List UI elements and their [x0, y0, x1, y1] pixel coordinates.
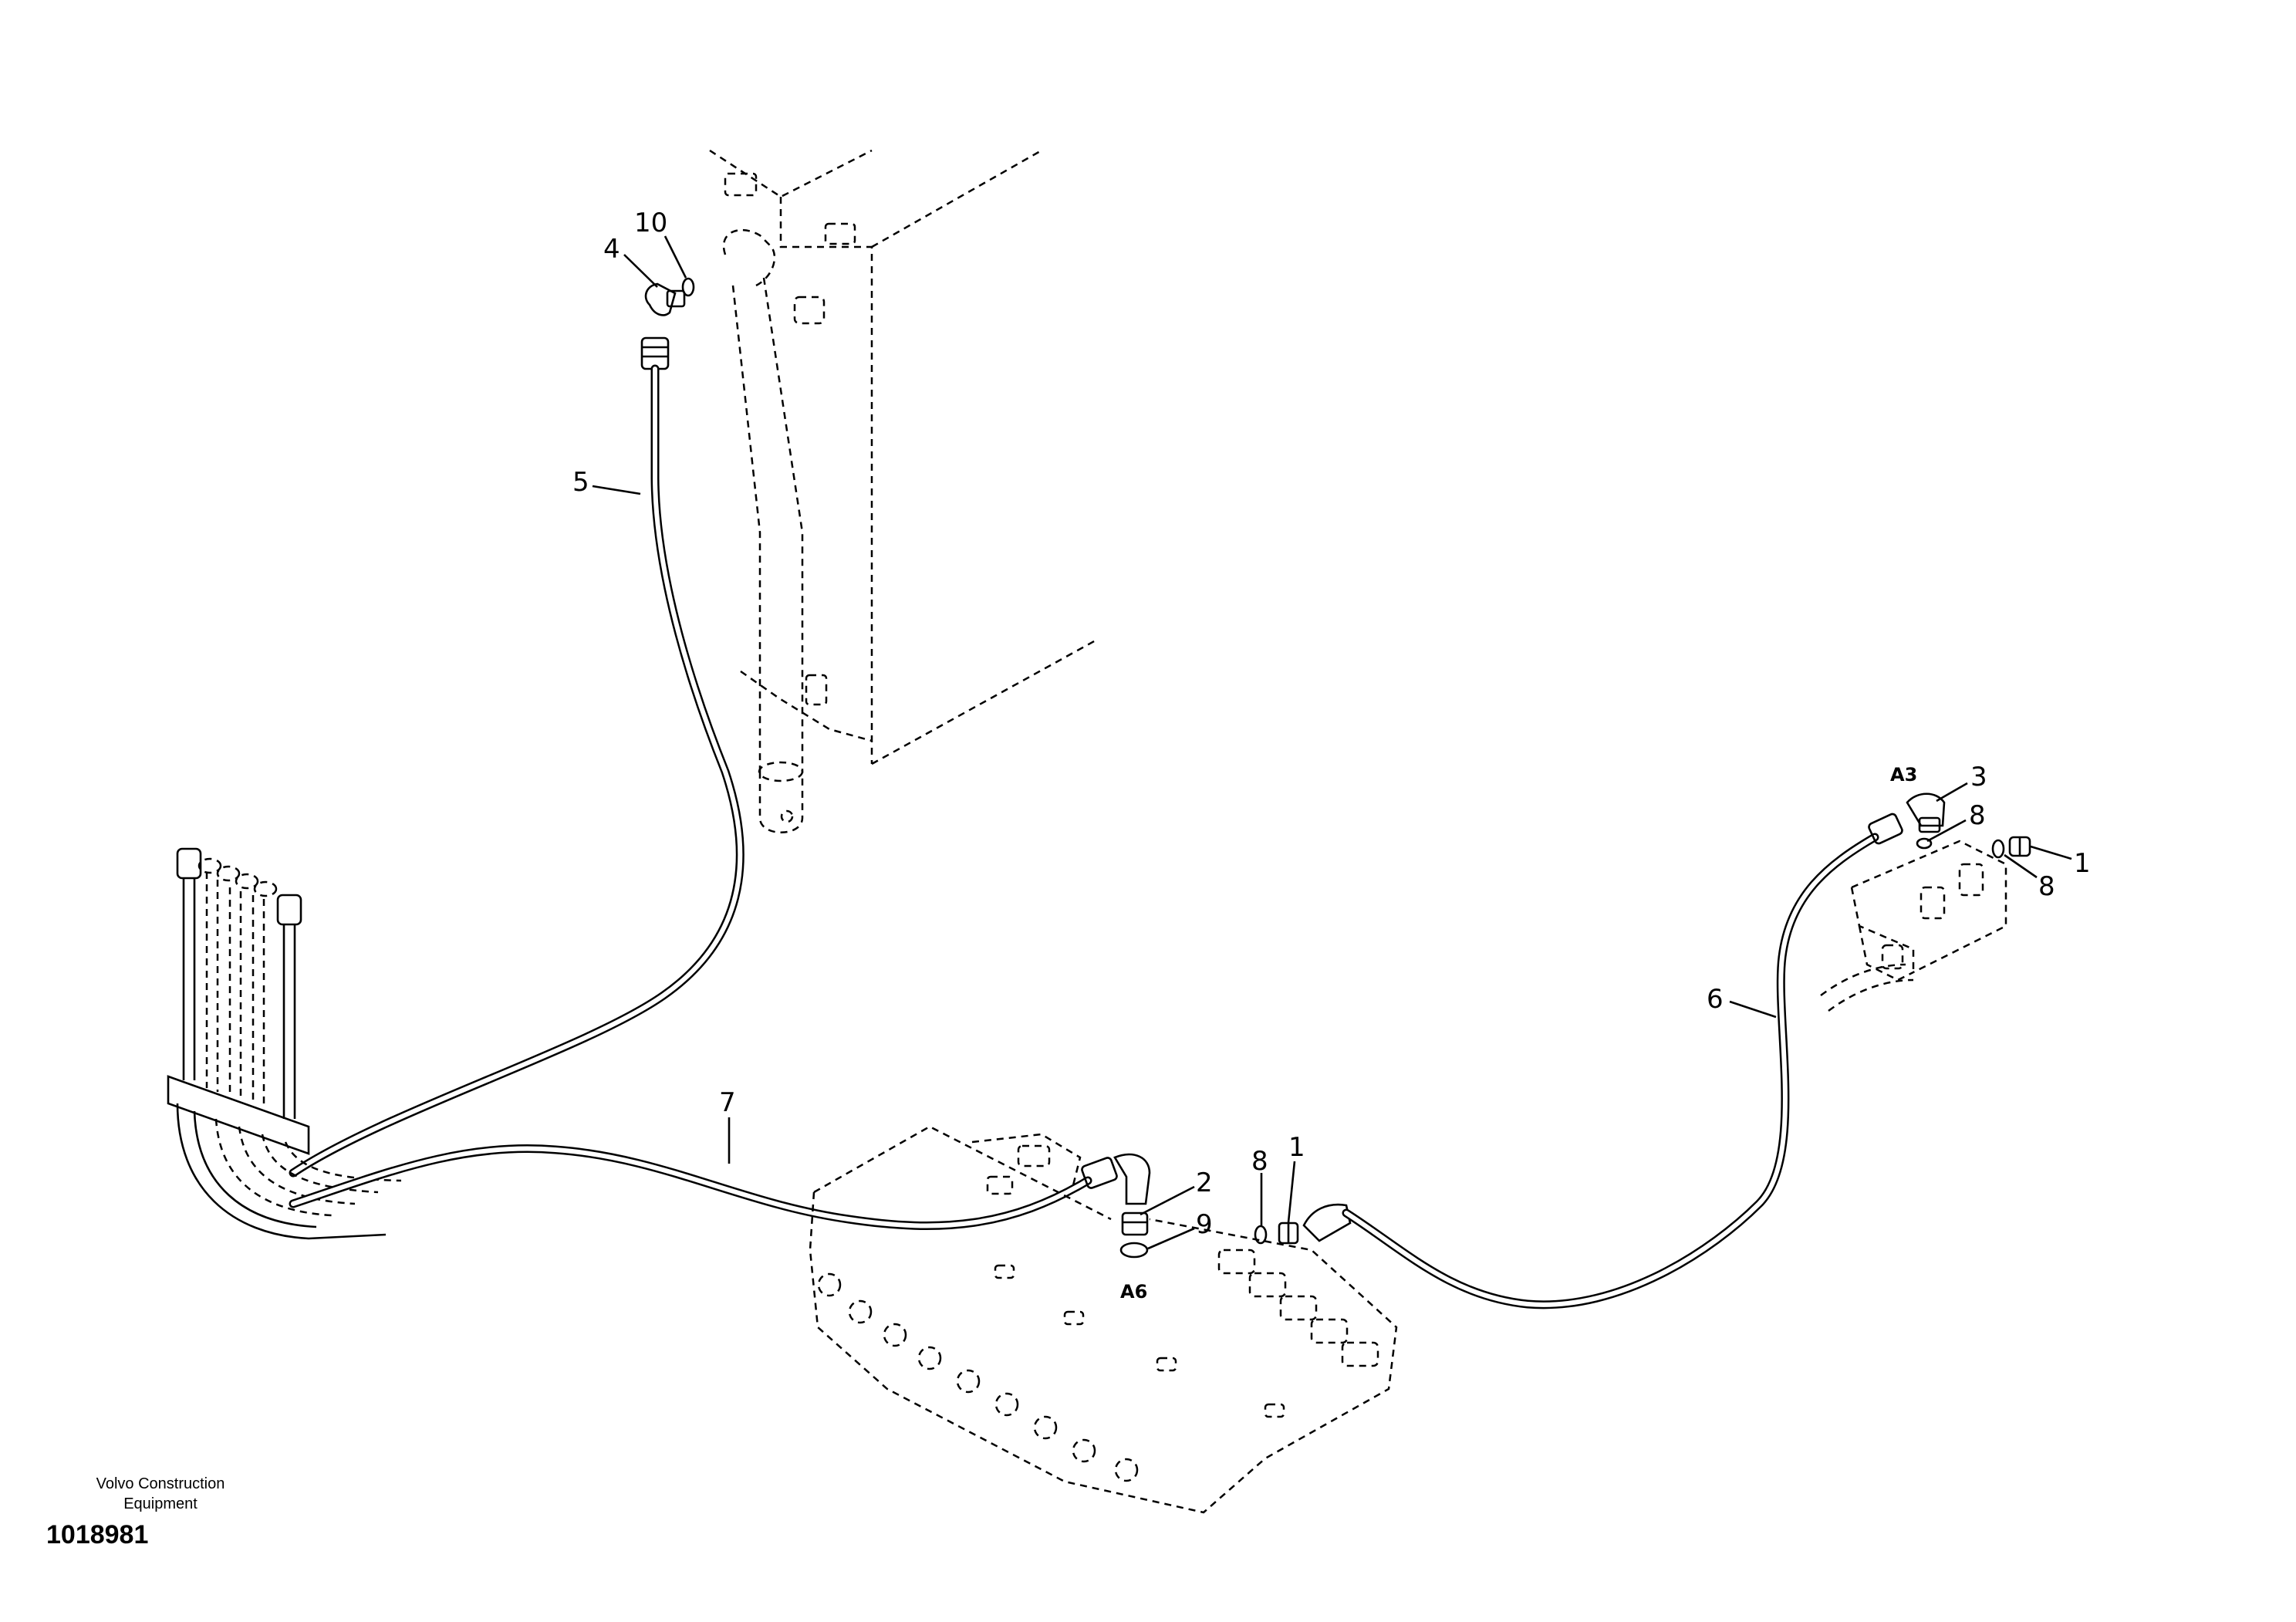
port-label-a3: A3: [1890, 764, 1917, 786]
tank-outline: [709, 149, 1096, 765]
callout-5: 5: [572, 467, 589, 498]
o-ring-9: [1119, 1242, 1149, 1259]
o-ring-8-a3: [1916, 837, 1933, 850]
elbow-fitting-4: [644, 282, 686, 316]
callout-1-center: 1: [1288, 1132, 1305, 1163]
callout-3: 3: [1970, 762, 1987, 792]
drawing-footer: Volvo Construction Equipment 1018981: [45, 1474, 276, 1550]
plug-fitting-1-center: [1278, 1222, 1299, 1245]
callout-1-right: 1: [2074, 848, 2091, 879]
adapter-fitting-2: [1121, 1211, 1149, 1236]
o-ring-8-right: [1991, 839, 2005, 859]
callout-8-a3: 8: [1969, 800, 1986, 831]
manufacturer-line-2: Equipment: [123, 1495, 198, 1512]
callout-4: 4: [603, 234, 620, 265]
tube-bundle: [167, 847, 402, 1240]
callout-2: 2: [1196, 1168, 1213, 1198]
callout-10: 10: [634, 208, 667, 238]
control-valve-outline: [809, 1125, 1398, 1514]
callout-6: 6: [1707, 984, 1724, 1015]
manufacturer-line-1: Volvo Construction: [96, 1475, 225, 1492]
hose-6: [1302, 813, 1903, 1309]
manufacturer-name: Volvo Construction Equipment: [45, 1474, 276, 1514]
drawing-number: 1018981: [46, 1520, 149, 1549]
leader-lines: [592, 235, 2072, 1250]
o-ring-8-center: [1254, 1225, 1268, 1245]
callout-8-right: 8: [2038, 871, 2055, 902]
plug-fitting-1-right: [2008, 836, 2031, 857]
callout-7: 7: [719, 1087, 736, 1118]
pilot-block-outline: [1820, 840, 2007, 1012]
suction-pipe-outline: [722, 228, 804, 833]
hose-5: [289, 336, 745, 1178]
callout-9: 9: [1196, 1209, 1213, 1240]
callout-8-center: 8: [1251, 1146, 1268, 1177]
elbow-fitting-3: [1906, 792, 1946, 833]
port-label-a6: A6: [1120, 1281, 1147, 1303]
o-ring-10: [681, 277, 695, 297]
hose-7: [289, 1144, 1151, 1230]
